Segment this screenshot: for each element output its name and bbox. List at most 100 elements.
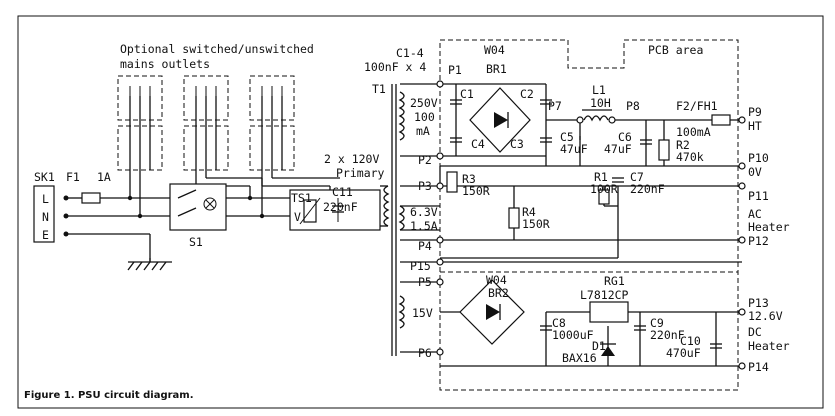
output-ac-heater-line2: Heater xyxy=(748,220,790,234)
l1-value: 10H xyxy=(590,96,611,110)
t1-label: T1 xyxy=(372,82,386,96)
c5-label: C5 xyxy=(560,130,574,144)
pin-p4: P4 xyxy=(418,239,432,253)
r1-label: R1 xyxy=(594,170,608,184)
optional-outlets xyxy=(117,75,295,186)
figure-caption: Figure 1. PSU circuit diagram. xyxy=(24,390,194,401)
terminal-n: N xyxy=(42,210,49,224)
r3-label: R3 xyxy=(462,172,476,186)
pin-p3: P3 xyxy=(418,179,432,193)
c10-label: C10 xyxy=(680,334,701,348)
mains-wiring xyxy=(66,177,340,271)
fuse-f1-symbol xyxy=(81,192,101,204)
pin-p6: P6 xyxy=(418,346,432,360)
winding-ht-line1: 250V xyxy=(410,96,438,110)
cap-c10 xyxy=(710,343,722,349)
outlets-note-line2: mains outlets xyxy=(120,57,210,71)
resistor-r1 xyxy=(598,189,610,205)
winding-ht-line2: 100 xyxy=(414,110,435,124)
pcb-area xyxy=(439,39,739,391)
output-0v: 0V xyxy=(748,165,762,179)
ts1-label: TS1 xyxy=(291,191,312,205)
cap-c8 xyxy=(540,325,552,331)
s1-label: S1 xyxy=(189,235,203,249)
dc-wiring xyxy=(400,261,742,367)
c2-label: C2 xyxy=(520,87,534,101)
transformer-t1 xyxy=(380,84,405,356)
cap-c9 xyxy=(634,325,646,331)
terminal-l: L xyxy=(42,192,49,206)
output-ac-heater-line1: AC xyxy=(748,207,762,221)
c10-value: 470uF xyxy=(666,346,701,360)
pin-p2: P2 xyxy=(418,153,432,167)
pin-p12: P12 xyxy=(748,234,769,248)
pin-p11: P11 xyxy=(748,189,769,203)
terminal-e: E xyxy=(42,228,49,242)
caps-c1-c4 xyxy=(450,99,552,143)
pin-p8: P8 xyxy=(626,99,640,113)
c11-value: 220nF xyxy=(323,200,358,214)
r1-value: 100R xyxy=(590,182,618,196)
cap-c6 xyxy=(640,139,652,145)
switch-s1 xyxy=(169,183,227,231)
br1-ref: BR1 xyxy=(486,62,507,76)
pin-p1: P1 xyxy=(448,63,462,77)
c7-value: 220nF xyxy=(630,182,665,196)
f1-rating: 1A xyxy=(97,170,111,184)
br2-ref: BR2 xyxy=(488,286,509,300)
suppressor-ts1 xyxy=(289,189,381,231)
pin-p15: P15 xyxy=(410,259,431,273)
br1-type: W04 xyxy=(484,43,505,57)
pin-p7: P7 xyxy=(548,99,562,113)
c4-label: C4 xyxy=(471,137,485,151)
winding-heater-line2: 1.5A xyxy=(410,219,438,233)
outlets-note-line1: Optional switched/unswitched xyxy=(120,42,314,56)
regulator-rg1 xyxy=(589,301,629,323)
winding-dc: 15V xyxy=(412,306,433,320)
caps-top-line1: C1-4 xyxy=(396,46,424,60)
pin-p14: P14 xyxy=(748,360,769,374)
c8-value: 1000uF xyxy=(552,328,594,342)
caps-top-line2: 100nF x 4 xyxy=(364,60,426,74)
pin-p10: P10 xyxy=(748,151,769,165)
f1-label: F1 xyxy=(66,170,80,184)
c6-value: 47uF xyxy=(604,142,632,156)
heater-wiring xyxy=(400,166,742,259)
pin-p13: P13 xyxy=(748,296,769,310)
c9-value: 220nF xyxy=(650,328,685,342)
bridge-br2 xyxy=(459,279,525,345)
r4-label: R4 xyxy=(522,205,536,219)
c11-label: C11 xyxy=(332,185,353,199)
r2-value: 470k xyxy=(676,150,704,164)
fuse-f2-symbol xyxy=(711,114,731,126)
rg1-label: RG1 xyxy=(604,274,625,288)
pin-markers xyxy=(436,80,746,370)
pcb-area-label: PCB area xyxy=(648,43,703,57)
sk1-label: SK1 xyxy=(34,170,55,184)
mains-inlet-sk1 xyxy=(33,185,69,243)
c5-value: 47uF xyxy=(560,142,588,156)
primary-line1: 2 x 120V xyxy=(324,152,379,166)
diode-d1 xyxy=(600,343,616,356)
output-ht: HT xyxy=(748,119,762,133)
primary-line2: Primary xyxy=(336,166,385,180)
winding-heater-line1: 6.3V xyxy=(410,205,438,219)
output-dc-heater-line2: Heater xyxy=(748,339,790,353)
c1-label: C1 xyxy=(460,87,474,101)
c7-label: C7 xyxy=(630,170,644,184)
cap-c7 xyxy=(612,177,624,183)
choke-l1 xyxy=(582,109,612,122)
output-dc-voltage: 12.6V xyxy=(748,309,783,323)
winding-ht-line3: mA xyxy=(416,124,430,138)
r3-value: 150R xyxy=(462,184,490,198)
l1-label: L1 xyxy=(592,83,606,97)
resistor-r4 xyxy=(508,207,520,229)
pin-p9: P9 xyxy=(748,105,762,119)
r2-label: R2 xyxy=(676,138,690,152)
pin-p5: P5 xyxy=(418,275,432,289)
c8-label: C8 xyxy=(552,316,566,330)
output-dc-heater-line1: DC xyxy=(748,325,762,339)
d1-value: BAX16 xyxy=(562,351,597,365)
c6-label: C6 xyxy=(618,130,632,144)
